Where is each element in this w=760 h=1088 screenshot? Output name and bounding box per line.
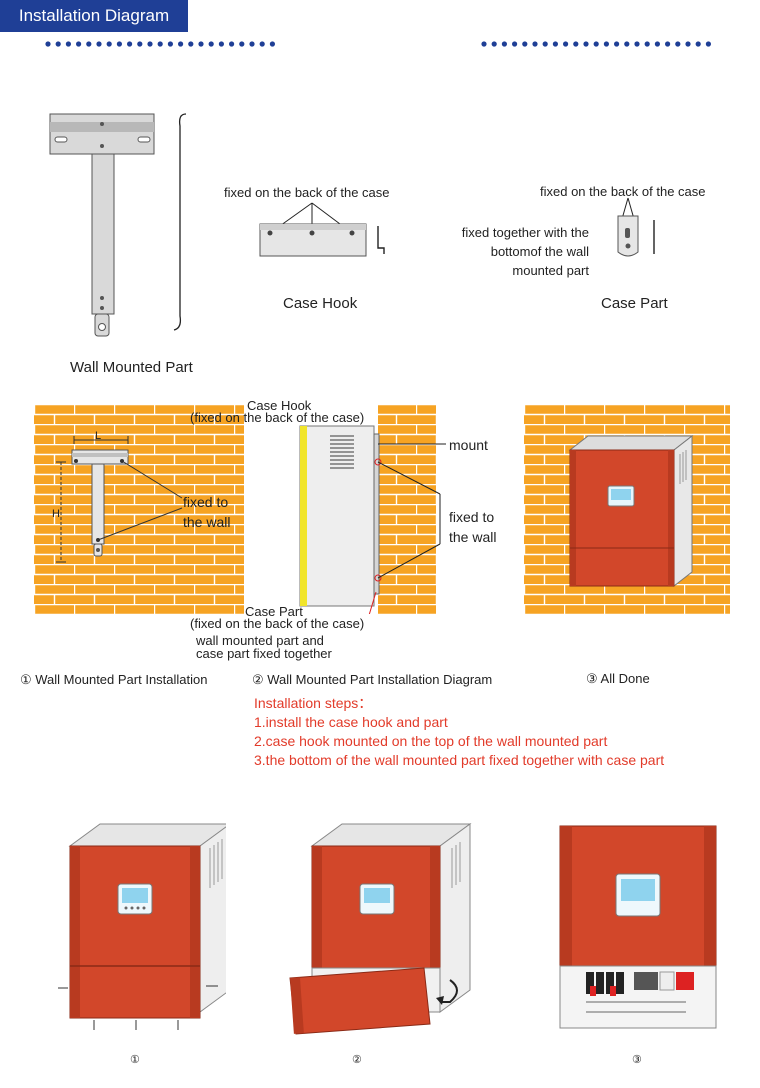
panel2-side-view <box>296 404 446 614</box>
case-part-label: Case Part <box>601 296 668 312</box>
header-dot <box>665 41 670 46</box>
panel1-dim-l: L <box>95 428 101 444</box>
header-dot <box>66 41 71 46</box>
header-dot <box>685 41 690 46</box>
header-dot <box>86 41 91 46</box>
header-dot <box>219 41 224 46</box>
step-2: 2.case hook mounted on the top of the wa… <box>254 732 664 751</box>
header-dot <box>229 41 234 46</box>
unit3-wiring-view <box>556 822 722 1032</box>
panel2-case-part-note: (fixed on the back of the case) <box>190 616 364 632</box>
header-dot <box>481 41 486 46</box>
header-dot <box>188 41 193 46</box>
bottom-caption-2: ② <box>352 1052 362 1068</box>
header-dot <box>553 41 558 46</box>
header-dot <box>209 41 214 46</box>
header-dot <box>158 41 163 46</box>
header-dot <box>604 41 609 46</box>
panel2-caption: ② Wall Mounted Part Installation Diagram <box>252 672 492 688</box>
header-dot <box>198 41 203 46</box>
header-dot <box>270 41 275 46</box>
header-dot <box>137 41 142 46</box>
panel1-caption: ① Wall Mounted Part Installation <box>20 672 207 688</box>
panel1-dim-h: H <box>52 506 60 522</box>
wall-mounted-part-drawing <box>40 100 210 350</box>
header-dot <box>117 41 122 46</box>
header-dot <box>249 41 254 46</box>
header-dot <box>107 41 112 46</box>
header-dot <box>502 41 507 46</box>
header-dot <box>594 41 599 46</box>
panel2-fixed-together: wall mounted part and case part fixed to… <box>196 634 332 660</box>
unit1-closed-case <box>56 818 226 1038</box>
header-dot <box>583 41 588 46</box>
panel2-mount: mount <box>449 437 488 453</box>
panel2-case-hook-note: (fixed on the back of the case) <box>190 410 364 426</box>
case-hook-label: Case Hook <box>283 296 357 312</box>
case-part-side-note: fixed together with the bottomof the wal… <box>445 223 589 280</box>
step-1: 1.install the case hook and part <box>254 713 664 732</box>
header-dot <box>127 41 132 46</box>
installation-steps: Installation steps： 1.install the case h… <box>254 694 664 770</box>
header-dot <box>56 41 61 46</box>
unit2-cover-removed <box>284 818 474 1038</box>
panel1-fixed-label: fixed to the wall <box>183 492 230 532</box>
header-dot <box>168 41 173 46</box>
case-hook-drawing <box>250 200 400 270</box>
case-hook-note: fixed on the back of the case <box>224 185 390 201</box>
header-dot <box>532 41 537 46</box>
header-dot <box>706 41 711 46</box>
step-3: 3.the bottom of the wall mounted part fi… <box>254 751 664 770</box>
header-dot <box>147 41 152 46</box>
case-part-drawing <box>600 196 670 266</box>
header-dot <box>614 41 619 46</box>
panel3-caption: ③ All Done <box>586 671 650 687</box>
header-dot <box>624 41 629 46</box>
header-dot <box>239 41 244 46</box>
header-dot <box>96 41 101 46</box>
bottom-caption-3: ③ <box>632 1052 642 1068</box>
header-dot <box>76 41 81 46</box>
bottom-caption-1: ① <box>130 1052 140 1068</box>
steps-heading: Installation steps： <box>254 694 664 713</box>
header-dot <box>543 41 548 46</box>
header-dot <box>573 41 578 46</box>
header-dot <box>563 41 568 46</box>
header-dotted-rule <box>0 0 760 90</box>
header-dot <box>45 41 50 46</box>
header-dot <box>178 41 183 46</box>
header-dot <box>522 41 527 46</box>
header-dot <box>655 41 660 46</box>
panel3-all-done <box>524 404 730 614</box>
header-dot <box>675 41 680 46</box>
header-dot <box>512 41 517 46</box>
header-dot <box>696 41 701 46</box>
header-dot <box>645 41 650 46</box>
wall-mounted-part-label: Wall Mounted Part <box>70 360 193 376</box>
header-dot <box>260 41 265 46</box>
header-dot <box>492 41 497 46</box>
header-dot <box>634 41 639 46</box>
panel2-fixed-label: fixed to the wall <box>449 507 496 547</box>
